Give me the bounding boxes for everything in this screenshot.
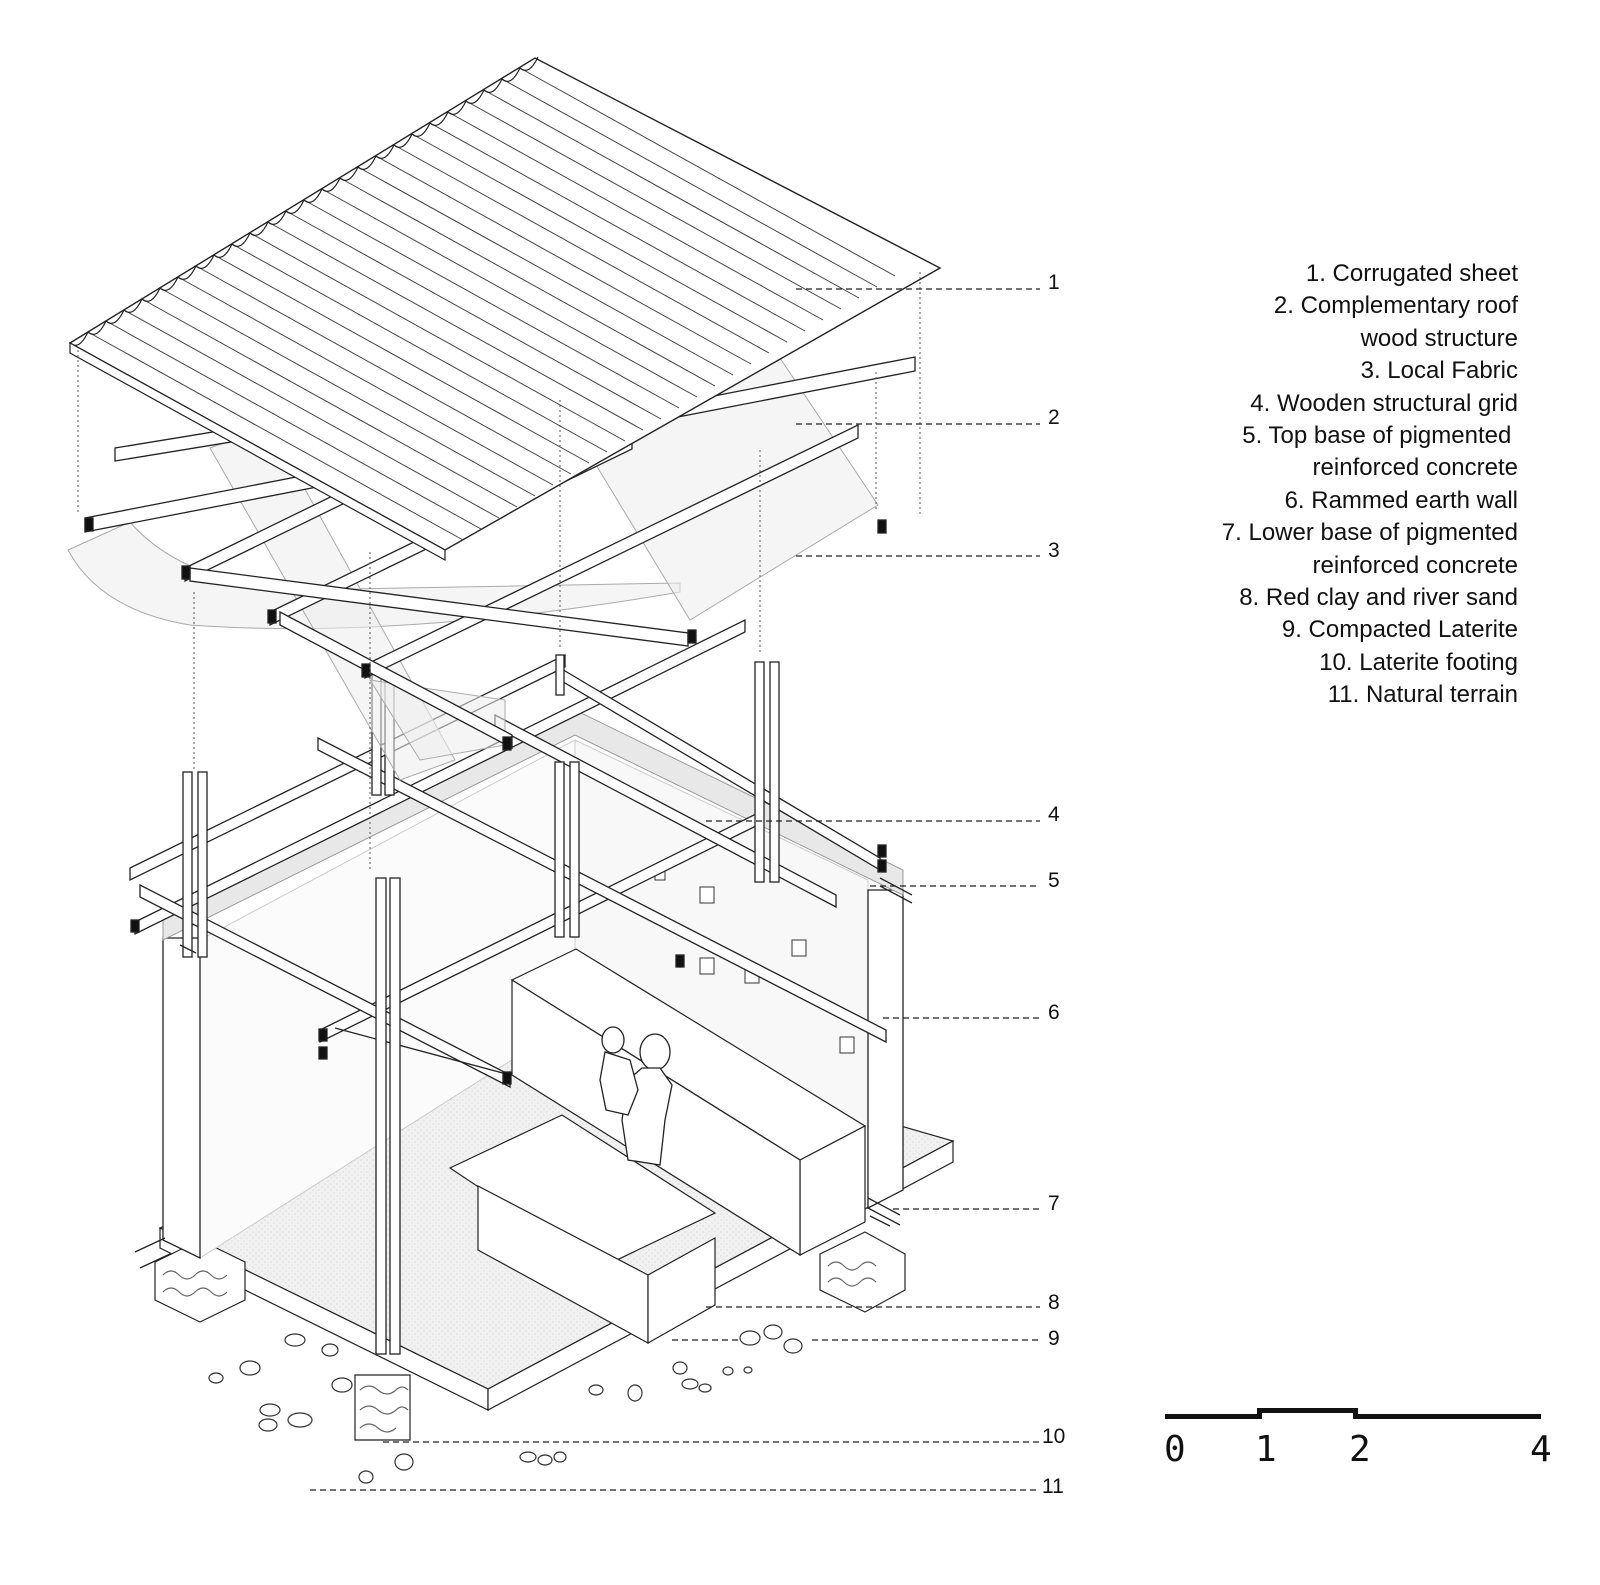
- people-figure: [599, 1026, 673, 1166]
- leader-lines: [310, 288, 1040, 1491]
- legend-item: 9. Compacted Laterite: [1281, 616, 1518, 644]
- legend-item: wood structure: [1360, 324, 1518, 352]
- scale-label-2: 2: [1349, 1429, 1371, 1470]
- callout-9: 9: [1048, 1327, 1060, 1350]
- legend: 1. Corrugated sheet 2. Complementary roo…: [1222, 258, 1518, 712]
- callout-2: 2: [1048, 406, 1060, 429]
- legend-item: 1. Corrugated sheet: [1305, 260, 1518, 287]
- legend-item: 8. Red clay and river sand: [1239, 584, 1518, 612]
- scale-bar: [1165, 1408, 1541, 1419]
- callout-7: 7: [1048, 1192, 1060, 1215]
- scale-label-4: 4: [1530, 1429, 1552, 1470]
- scale-label-0: 0: [1164, 1429, 1186, 1470]
- alignment-lines: [77, 272, 921, 870]
- callout-11: 11: [1042, 1475, 1064, 1498]
- terrain-stones: [208, 1324, 803, 1484]
- corrugated-sheet: [68, 56, 942, 562]
- legend-item: 2. Complementary roof: [1273, 292, 1518, 320]
- callout-5: 5: [1048, 869, 1060, 892]
- callout-8: 8: [1048, 1291, 1060, 1314]
- legend-item: 3. Local Fabric: [1360, 357, 1518, 385]
- laterite-footings: [154, 1231, 906, 1441]
- legend-item: 10. Laterite footing: [1319, 648, 1518, 676]
- furniture: [448, 948, 867, 1345]
- callout-1: 1: [1048, 271, 1060, 294]
- legend-item: reinforced concrete: [1312, 551, 1518, 579]
- callout-10: 10: [1042, 1425, 1066, 1448]
- legend-item: 7. Lower base of pigmented: [1221, 519, 1518, 547]
- legend-item: 6. Rammed earth wall: [1284, 486, 1518, 514]
- callout-3: 3: [1048, 539, 1060, 562]
- legend-item: 5. Top base of pigmented: [1242, 422, 1518, 450]
- callout-6: 6: [1048, 1001, 1060, 1024]
- legend-item: 11. Natural terrain: [1327, 681, 1518, 709]
- callout-4: 4: [1048, 803, 1060, 826]
- legend-item: reinforced concrete: [1312, 454, 1518, 482]
- legend-item: 4. Wooden structural grid: [1250, 389, 1518, 417]
- scale-label-1: 1: [1255, 1429, 1277, 1470]
